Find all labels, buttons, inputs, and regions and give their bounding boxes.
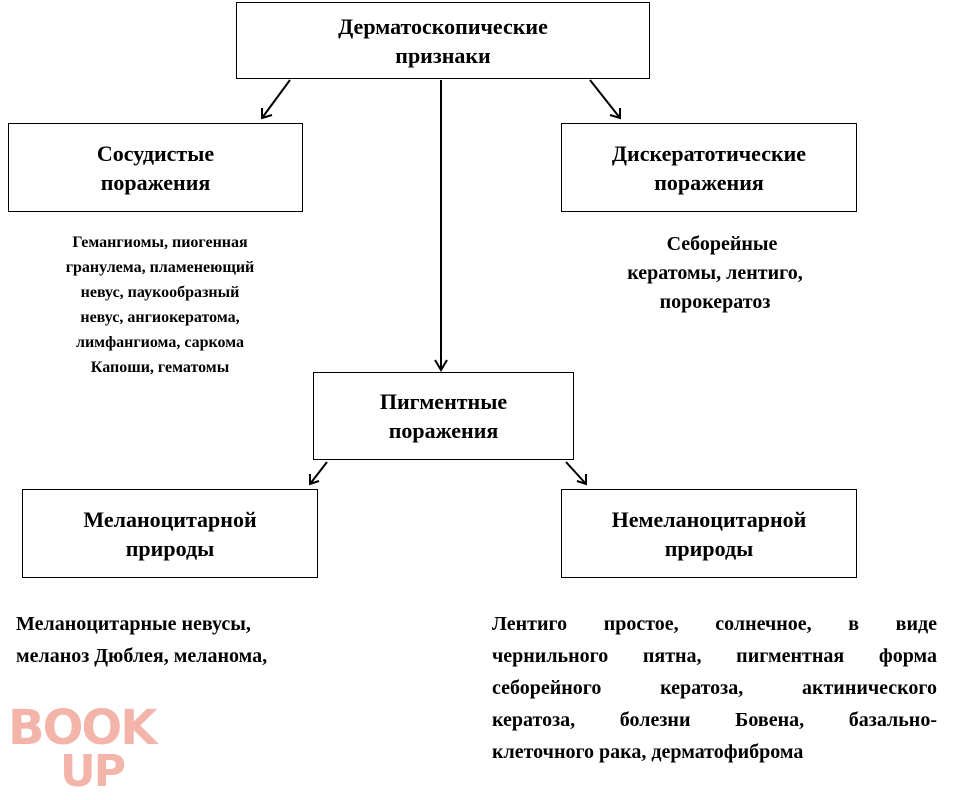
note-line: меланоз Дюблея, меланома, (16, 645, 268, 667)
node-dermatoscopic-features: Дерматоскопические признаки (236, 2, 650, 79)
node-vascular-lesions: Сосудистые поражения (8, 123, 303, 212)
node-label: Пигментные поражения (379, 389, 508, 443)
note-line: клеточного рака, дерматофиброма (492, 741, 804, 763)
arrow-root-to-dyskeratotic (589, 79, 621, 119)
dyskeratotic-examples-text: Себорейные кератомы, лентиго, порокерато… (590, 230, 840, 317)
arrow-pigmented-to-non-melanocytic (565, 461, 587, 485)
node-label: Меланоцитарной природы (83, 506, 257, 561)
note-line: себорейного кератоза, актинического (492, 677, 937, 699)
node-label: Немеланоцитарной природы (611, 506, 807, 561)
node-non-melanocytic-nature: Немеланоцитарной природы (561, 489, 857, 578)
note-line: Меланоцитарные невусы, (16, 613, 251, 635)
note-line: Лентиго простое, солнечное, в виде (492, 613, 937, 635)
note-line: кератоза, болезни Бовена, базально- (492, 709, 937, 731)
non-melanocytic-examples-text: Лентиго простое, солнечное, в виде черни… (492, 608, 937, 768)
note-line: гранулема, пламенеющий (65, 259, 255, 276)
arrow-pigmented-to-melanocytic (309, 461, 328, 485)
note-line: невус, паукообразный (80, 284, 240, 301)
melanocytic-examples-text: Меланоцитарные невусы, меланоз Дюблея, м… (16, 608, 376, 672)
note-line: чернильного пятна, пигментная форма (492, 645, 937, 667)
node-dyskeratotic-lesions: Дискератотические поражения (561, 123, 857, 212)
node-label: Дискератотические поражения (611, 140, 807, 195)
note-line: кератомы, лентиго, (627, 262, 803, 284)
node-label: Сосудистые поражения (96, 140, 215, 195)
arrow-root-to-vascular (261, 79, 291, 119)
note-line: лимфангиома, саркома (75, 334, 245, 351)
note-line: невус, ангиокератома, (80, 309, 240, 326)
note-line: порокератоз (659, 291, 771, 313)
vascular-examples-text: Гемангиомы, пиогенная гранулема, пламене… (20, 230, 300, 380)
note-line: Себорейные (666, 233, 778, 255)
node-melanocytic-nature: Меланоцитарной природы (22, 489, 318, 578)
note-line: Капоши, гематомы (90, 359, 230, 376)
watermark-line: BOOK (8, 700, 157, 756)
note-line: Гемангиомы, пиогенная (72, 234, 248, 251)
node-label: Дерматоскопические признаки (338, 13, 548, 68)
bookup-watermark-logo: BOOK UP (8, 700, 168, 797)
watermark-line: UP (60, 746, 126, 797)
node-pigmented-lesions: Пигментные поражения (313, 372, 574, 460)
